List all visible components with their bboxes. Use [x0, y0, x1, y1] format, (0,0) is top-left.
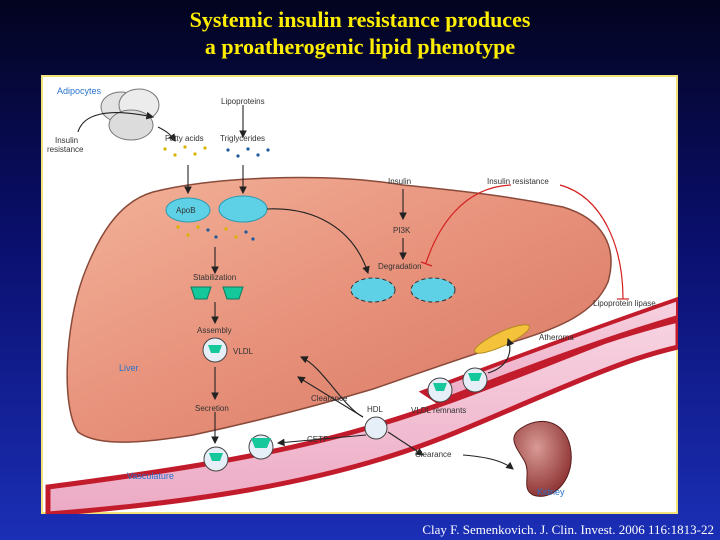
cetp-particle: [248, 434, 274, 460]
label-adipocytes: Adipocytes: [57, 86, 102, 96]
diagram-panel: Adipocytes Insulin resistance Fatty acid…: [41, 75, 678, 514]
label-vldl-remnants: VLDL remnants: [411, 406, 466, 415]
vldl-particle: [202, 337, 228, 363]
label-clearance-top: Clearance: [311, 394, 348, 403]
label-vldl: VLDL: [233, 347, 254, 356]
label-insulin-resistance-left-1: Insulin: [55, 136, 78, 145]
label-hdl: HDL: [367, 405, 384, 414]
vldl-remnant-particles: [427, 367, 488, 403]
label-degradation: Degradation: [378, 262, 422, 271]
triglyceride-blob: [218, 195, 268, 223]
stabilization-shape-2: [222, 286, 244, 300]
inhibition-lines: [420, 184, 629, 300]
degradation-blob-1: [350, 277, 396, 303]
label-insulin-resistance-left-2: resistance: [47, 145, 84, 154]
label-atheroma: Atheroma: [539, 333, 574, 342]
label-kidney: Kidney: [537, 487, 565, 497]
title-line-1: Systemic insulin resistance produces: [189, 7, 531, 32]
slide-title: Systemic insulin resistance produces a p…: [0, 6, 720, 60]
triglyceride-particles: [206, 147, 270, 241]
label-fatty-acids: Fatty acids: [165, 134, 204, 143]
stabilization-shape-1: [190, 286, 212, 300]
lipid-phenotype-diagram: Adipocytes Insulin resistance Fatty acid…: [45, 86, 678, 514]
label-cetp: CETP: [307, 435, 328, 444]
label-assembly: Assembly: [197, 326, 232, 335]
label-triglycerides: Triglycerides: [220, 134, 265, 143]
label-secretion: Secretion: [195, 404, 229, 413]
citation: Clay F. Semenkovich. J. Clin. Invest. 20…: [422, 522, 714, 537]
label-clearance-bottom: Clearance: [415, 450, 452, 459]
title-line-2: a proatherogenic lipid phenotype: [204, 34, 516, 59]
label-vasculature: Vasculature: [127, 471, 174, 481]
label-lipoprotein-lipase: Lipoprotein lipase: [593, 299, 656, 308]
pathway-arrows: [77, 105, 514, 470]
fatty-acid-particles: [163, 145, 238, 239]
label-pi3k: PI3K: [393, 226, 411, 235]
label-lipoproteins: Lipoproteins: [221, 97, 265, 106]
apob-blob: [165, 197, 211, 223]
label-apob: ApoB: [176, 206, 196, 215]
secreted-vldl-particle: [203, 446, 229, 472]
label-liver: Liver: [119, 363, 139, 373]
degradation-blob-2: [410, 277, 456, 303]
label-insulin-resistance-right: Insulin resistance: [487, 177, 549, 186]
label-stabilization: Stabilization: [193, 273, 236, 282]
atheroma-plaque: [474, 324, 530, 354]
liver-shape: [66, 176, 612, 443]
hdl-particle: [364, 416, 388, 440]
adipocytes-cells: [100, 88, 160, 141]
label-insulin: Insulin: [388, 177, 411, 186]
kidney-shape: [513, 420, 572, 497]
